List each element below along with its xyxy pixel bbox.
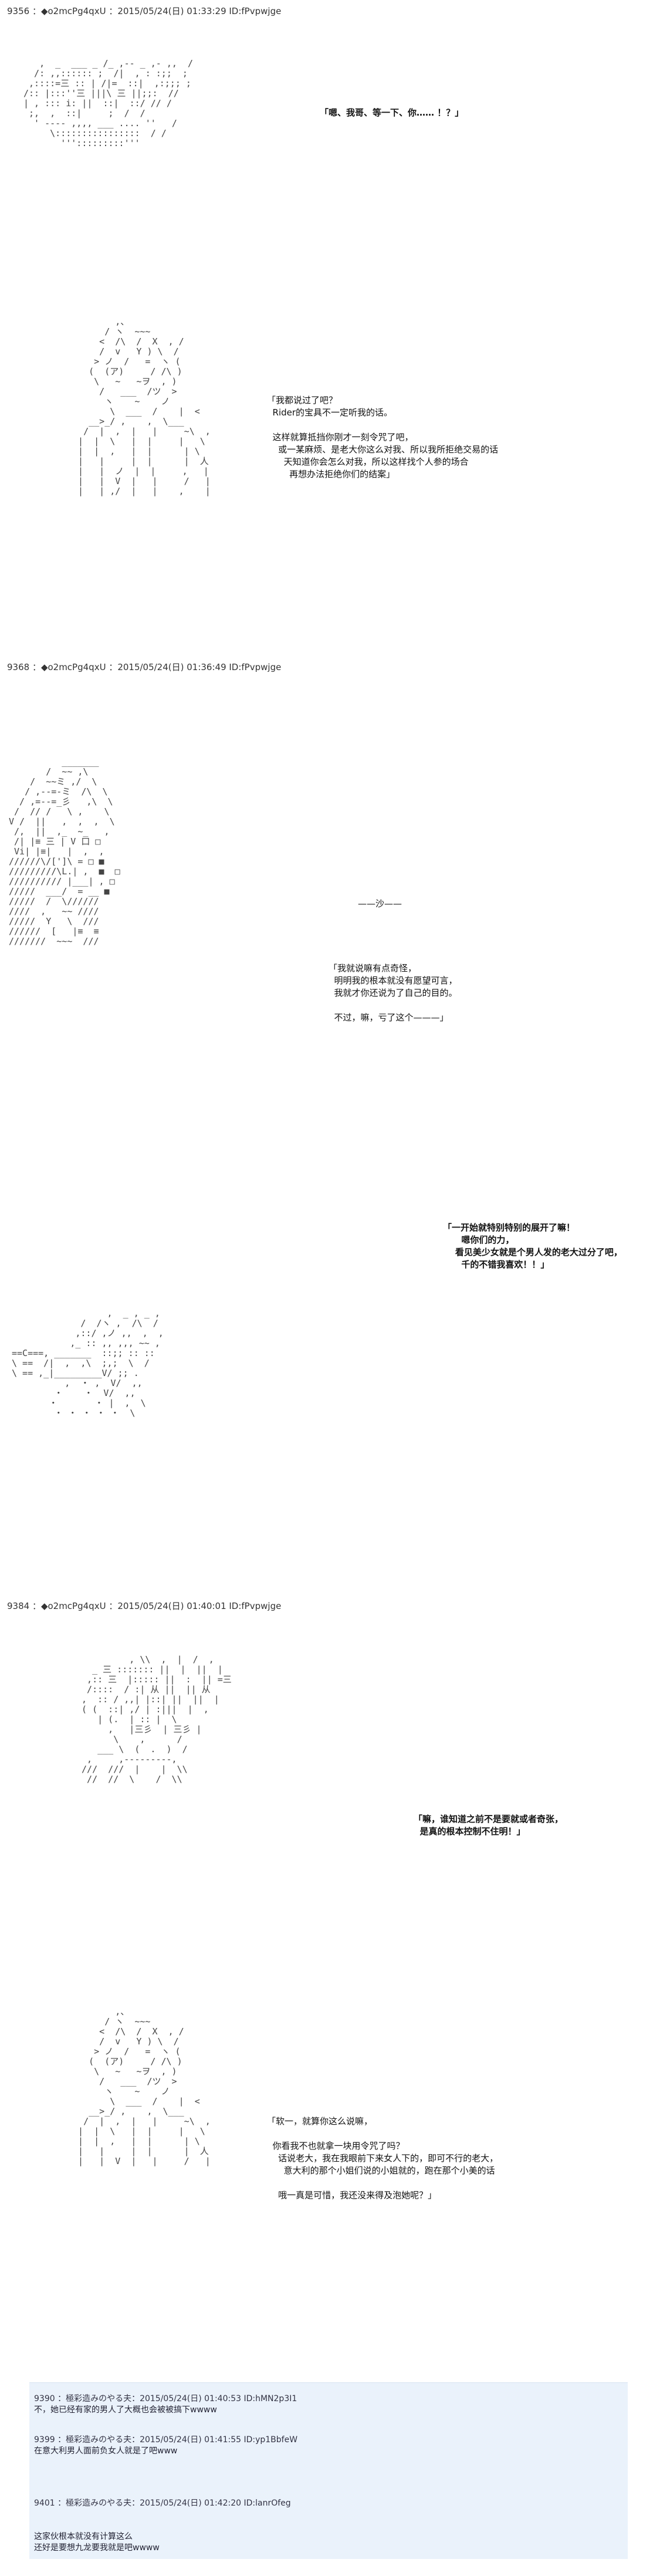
comment-body: 不，她已经有家的男人了大概也会被被搞下wwww bbox=[34, 2405, 217, 2415]
comment-header: 9390 ：極彩造みのやる夫：2015/05/24(日) 01:40:53 ID… bbox=[34, 2394, 297, 2403]
ascii-art-scene: _______ / ~~ ,\ / ~~ミ ,/ \ / ,--=-ミ /\ \… bbox=[9, 756, 120, 946]
dialogue-bubble: 「一开始就特别特别的展开了嘛！ 嗯你们的力， 看见美少女就是个男人发的老大过分了… bbox=[443, 1222, 622, 1270]
dialogue-bubble: 「嘛，谁知道之前不是要就或者奇张， 是真的根本控制不住明！」 bbox=[414, 1814, 564, 1837]
comments-section: 9390 ：極彩造みのやる夫：2015/05/24(日) 01:40:53 ID… bbox=[29, 2382, 628, 2559]
ascii-art-character: ,、 / ヽ ~~~ < /\ / X , / / v Y ) \ / > ノ … bbox=[78, 316, 211, 496]
post-header: 9356 ：◆o2mcPg4qxU ：2015/05/24(日) 01:33:2… bbox=[7, 6, 282, 16]
comment-header: 9401 ：極彩造みのやる夫：2015/05/24(日) 01:42:20 ID… bbox=[34, 2499, 291, 2508]
dialogue-bubble: 「我都说过了吧？ Rider的宝具不一定听我的话。 这样就算抵挡你刚才一刻令咒了… bbox=[267, 395, 499, 479]
post-header: 9384 ：◆o2mcPg4qxU ：2015/05/24(日) 01:40:0… bbox=[7, 1601, 282, 1611]
ascii-art-face: , _ ___ _ /_ ,-- _ ,- ,, / /: ,,:::::: ;… bbox=[23, 58, 193, 148]
comment-item: 9399 ：極彩造みのやる夫：2015/05/24(日) 01:41:55 ID… bbox=[34, 2435, 297, 2457]
ascii-art-character: ,、 / ヽ ~~~ < /\ / X , / / v Y ) \ / > ノ … bbox=[78, 2006, 211, 2166]
comment-body: 这家伙根本就没有计算这么 还好是要想九龙要我就是吧wwww bbox=[34, 2532, 160, 2553]
dialogue-bubble: 「嗯、我哥、等一下、你…… ！？」 bbox=[320, 107, 464, 118]
ascii-art-gun: , _ , _ , / /ヽ , /\ / ,::/ ,ノ ,, , , ,_ … bbox=[12, 1308, 164, 1418]
comment-item: 9390 ：極彩造みのやる夫：2015/05/24(日) 01:40:53 ID… bbox=[34, 2394, 297, 2416]
comment-header: 9399 ：極彩造みのやる夫：2015/05/24(日) 01:41:55 ID… bbox=[34, 2435, 298, 2445]
comment-item: 9401 ：極彩造みのやる夫：2015/05/24(日) 01:42:20 ID… bbox=[34, 2476, 291, 2576]
dialogue-bubble: 「我就说嘛有点奇怪， 明明我的根本就没有愿望可言， 我就才你还说为了自己的目的。… bbox=[329, 963, 458, 1023]
post-header: 9368 ：◆o2mcPg4qxU ：2015/05/24(日) 01:36:4… bbox=[7, 662, 282, 672]
comment-body: 在意大利男人面前负女人就是了吧www bbox=[34, 2446, 178, 2456]
dialogue-bubble: 「软一，就算你这么说嘛， 你看我不也就拿一块用令咒了吗？ 话说老大，我在我眼前下… bbox=[267, 2116, 499, 2200]
ascii-art-character: , \\ , | / , _ 三 ::::::: || | || | ,:: 三… bbox=[82, 1654, 232, 1784]
dialogue-bubble: ——沙—— bbox=[358, 898, 402, 909]
